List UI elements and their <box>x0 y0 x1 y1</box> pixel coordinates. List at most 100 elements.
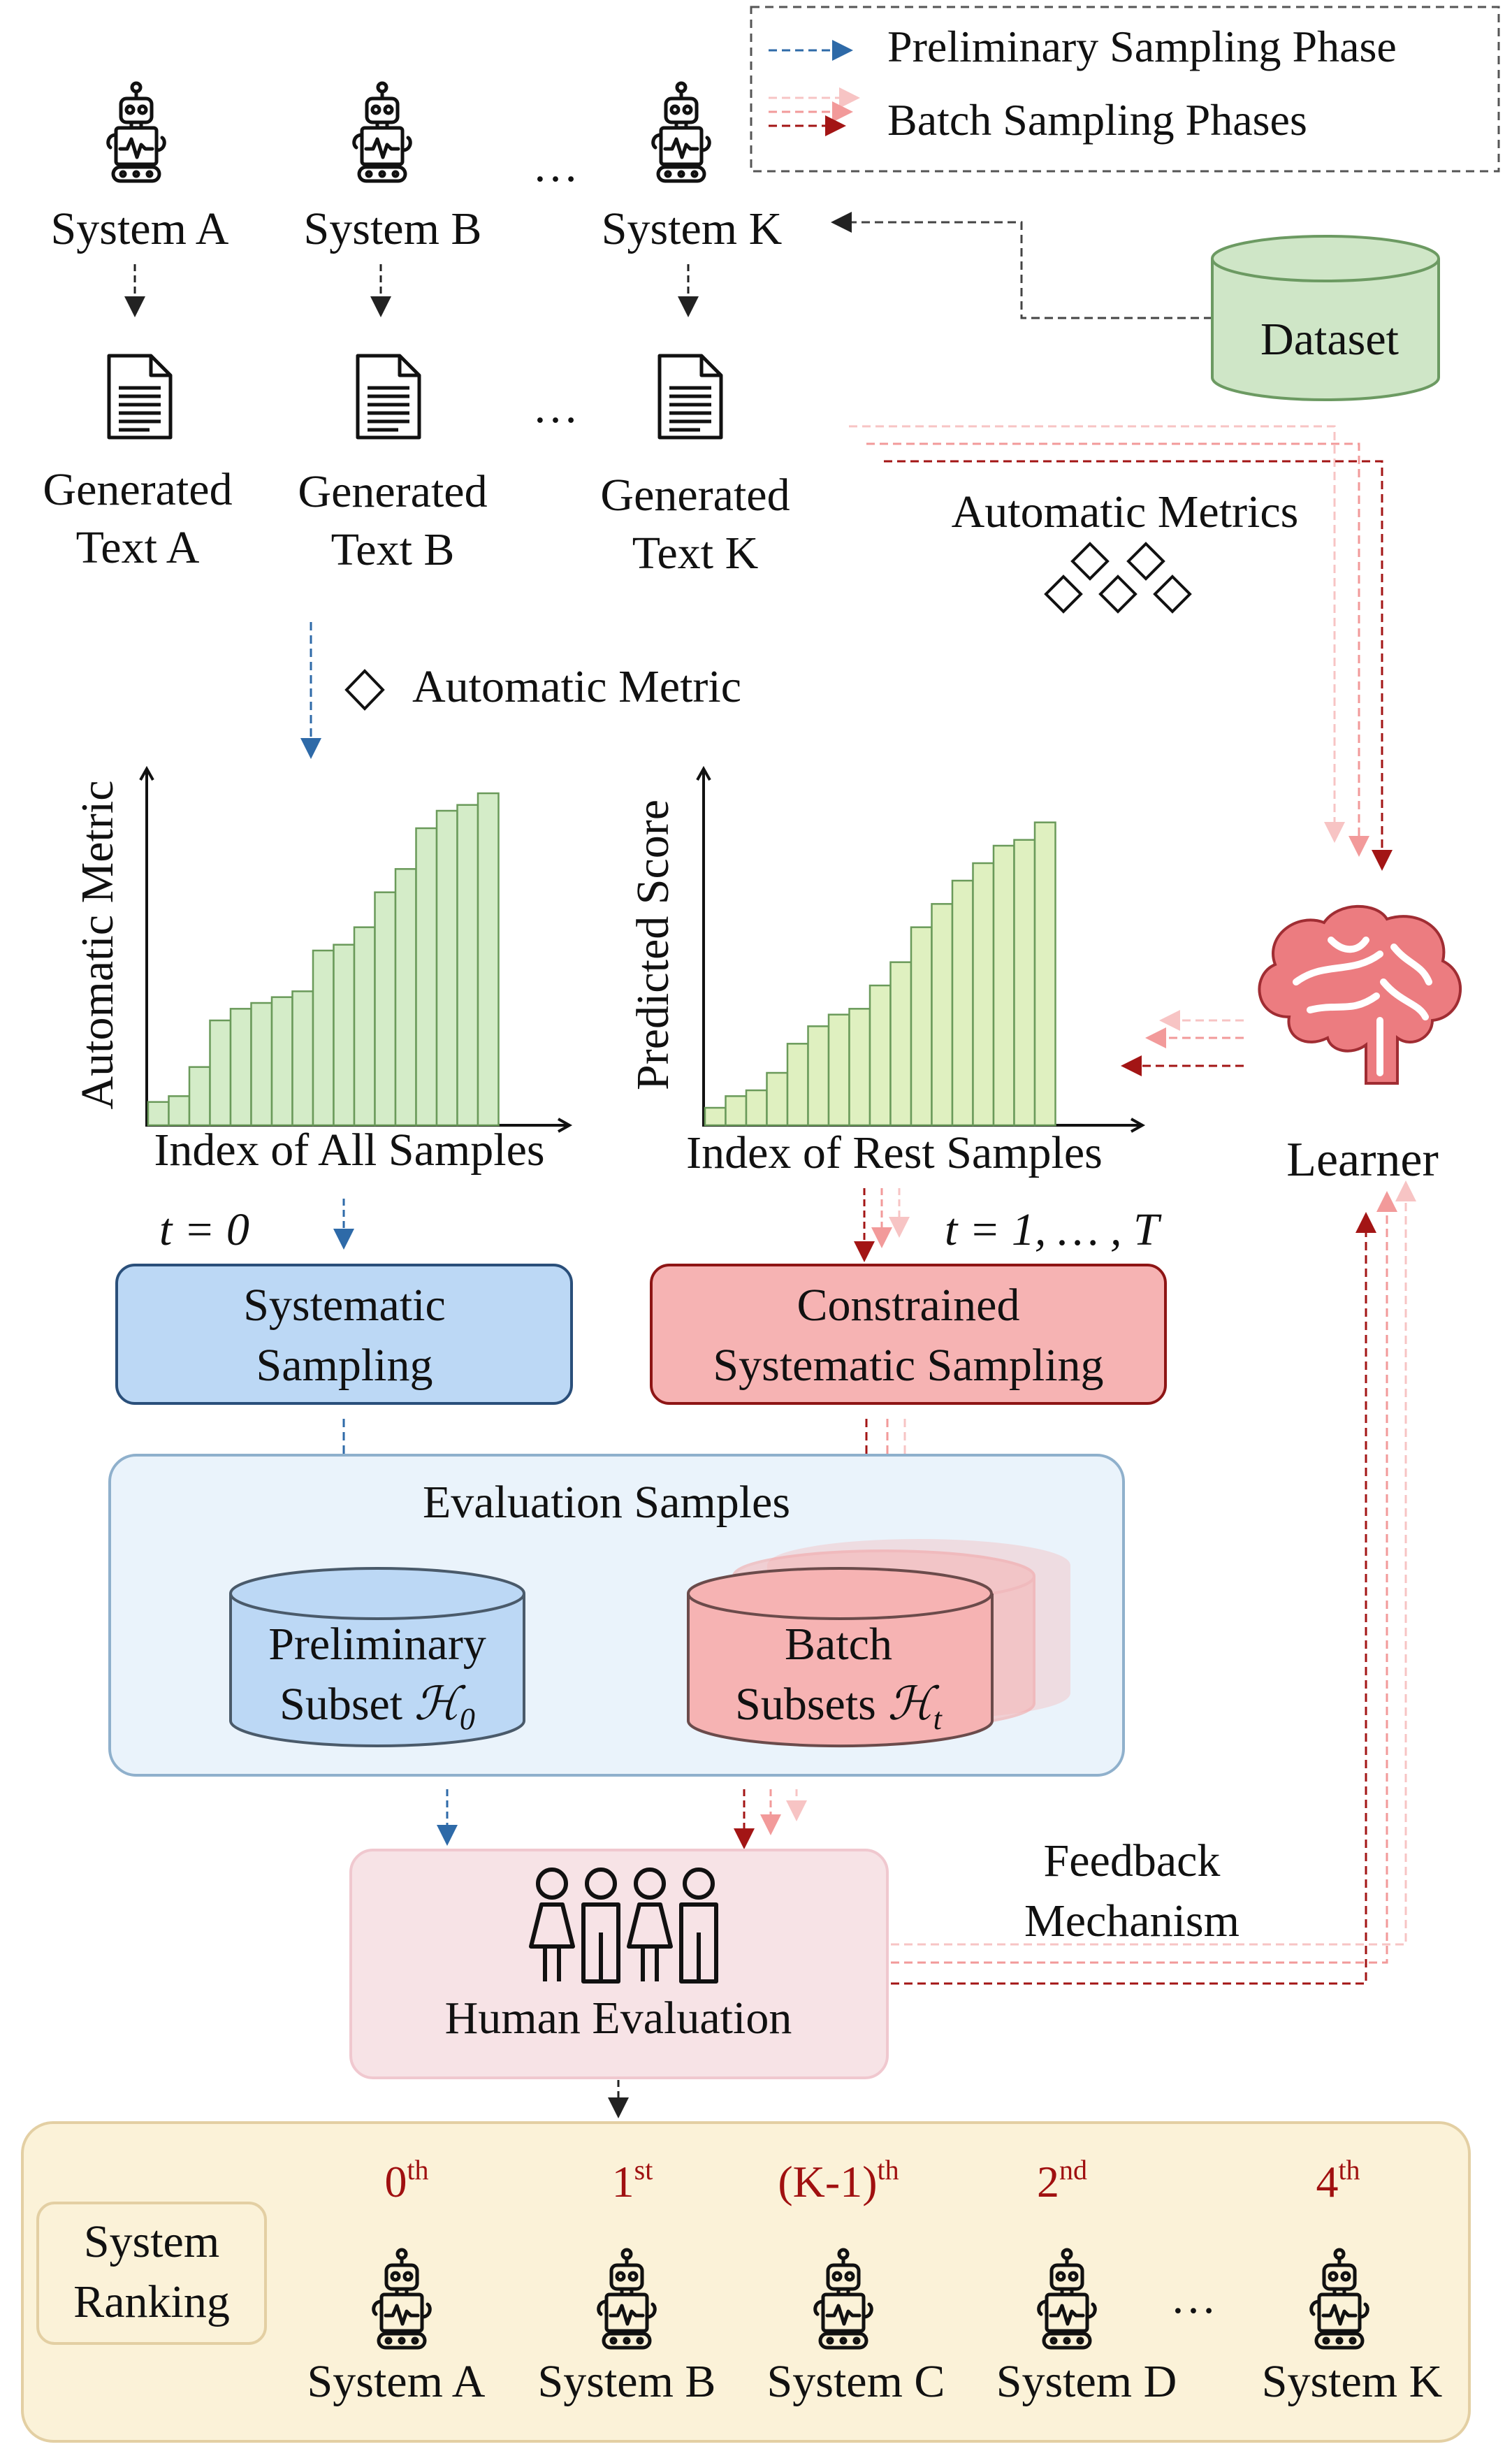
chart-bar <box>456 804 479 1127</box>
ranking-system-b: System B <box>537 2356 716 2407</box>
batch-symbol: ℋ <box>887 1678 933 1730</box>
systematic-sampling-box <box>115 1264 573 1405</box>
generated-text-a: Generated Text A <box>43 461 232 577</box>
rank-a-value: 0 <box>384 2157 407 2206</box>
system-ranking-line1: System <box>83 2216 220 2267</box>
chart-bar <box>910 926 933 1127</box>
feedback-mechanism-label: Feedback Mechanism <box>1024 1831 1240 1951</box>
chart-bar <box>766 1071 789 1127</box>
generated-text-k-line1: Generated <box>600 470 790 521</box>
system-a-label: System A <box>50 203 229 254</box>
chart-bar <box>250 1002 273 1127</box>
chart-bar <box>1013 839 1036 1127</box>
people-group-icon <box>529 1868 718 1984</box>
x-axis-arrowhead <box>558 1118 573 1133</box>
system-ranking-title: System Ranking <box>73 2212 230 2332</box>
constrained-line2: Systematic Sampling <box>713 1339 1104 1391</box>
legend-batch-label: Batch Sampling Phases <box>887 95 1307 145</box>
feedback-line1: Feedback <box>1043 1835 1221 1886</box>
robot-icon <box>648 80 715 189</box>
constrained-sampling-label: Constrained Systematic Sampling <box>713 1276 1103 1396</box>
learner-label: Learner <box>1286 1133 1439 1187</box>
generated-text-k: Generated Text K <box>600 467 790 582</box>
chart-bar <box>168 1095 191 1127</box>
robot-icon <box>103 80 170 189</box>
preliminary-subscript: 0 <box>459 1701 475 1736</box>
rank-a-suffix: th <box>407 2154 429 2186</box>
chart-bar <box>992 844 1015 1127</box>
preliminary-line2: Subset ℋ0 <box>268 1675 486 1736</box>
document-icon <box>655 353 725 444</box>
batch-subsets-label: Batch Subsets ℋt <box>735 1614 942 1736</box>
chart-bar <box>889 961 913 1127</box>
systematic-line1: Systematic <box>243 1280 446 1331</box>
generated-text-b: Generated Text B <box>298 463 487 579</box>
brain-icon <box>1258 904 1462 1085</box>
batch-subsets-cylinder <box>687 1567 994 1748</box>
system-ranking-title-box <box>36 2202 267 2345</box>
arrow-feedback-dred <box>891 1212 1376 1985</box>
rank-label-a: 0th <box>384 2154 429 2208</box>
system-ranking-line2: Ranking <box>73 2276 230 2327</box>
diamond-icon <box>344 669 385 711</box>
chart-bar <box>848 1008 871 1127</box>
chart-bar <box>188 1066 211 1127</box>
arrow-feedback-pink <box>891 1191 1397 1964</box>
chart-bar <box>394 868 417 1127</box>
y-axis-arrowhead <box>139 765 154 781</box>
ranking-system-k: System K <box>1261 2356 1443 2407</box>
generated-text-a-line1: Generated <box>43 464 233 515</box>
chart-bar <box>1033 821 1056 1127</box>
ellipsis: … <box>532 382 579 433</box>
batch-line2: Subsets ℋt <box>735 1675 942 1736</box>
ranking-system-c: System C <box>766 2356 945 2407</box>
chart-bar <box>415 827 438 1127</box>
systematic-line2: Sampling <box>256 1339 433 1391</box>
rank-label-k: 4th <box>1316 2154 1360 2208</box>
y-axis-arrowhead <box>696 765 711 781</box>
ranking-system-a: System A <box>307 2356 486 2407</box>
rank-label-b: 1st <box>611 2154 653 2208</box>
document-icon <box>105 353 175 444</box>
rank-d-suffix: nd <box>1059 2154 1087 2186</box>
chart-bar <box>353 926 376 1127</box>
rank-b-value: 1 <box>611 2157 634 2206</box>
generated-text-b-line1: Generated <box>298 466 488 517</box>
chart-bar <box>229 1008 252 1127</box>
chart1-xlabel: Index of All Samples <box>154 1125 545 1176</box>
chart1-ylabel: Automatic Metric <box>72 780 124 1110</box>
chart-automatic-metric <box>139 765 573 1133</box>
chart-bar <box>333 944 356 1127</box>
robot-icon <box>1034 2247 1100 2355</box>
preliminary-subset-cylinder <box>229 1567 525 1747</box>
chart-bar <box>209 1019 232 1127</box>
chart2-xlabel: Index of Rest Samples <box>686 1127 1103 1178</box>
document-icon <box>354 353 423 444</box>
rank-c-value: (K-1) <box>778 2157 878 2206</box>
automatic-metrics-label: Automatic Metrics <box>951 486 1299 537</box>
robot-icon <box>1307 2247 1373 2355</box>
rank-b-suffix: st <box>634 2154 653 2186</box>
rank-label-c: (K-1)th <box>778 2154 899 2208</box>
dataset-cylinder <box>1211 235 1440 401</box>
ellipsis: … <box>532 140 579 192</box>
system-k-label: System K <box>601 203 783 254</box>
x-axis-arrowhead <box>1131 1118 1146 1133</box>
chart-bar <box>147 1101 170 1127</box>
robot-icon <box>369 2247 435 2355</box>
dataset-label: Dataset <box>1260 314 1399 365</box>
chart-bar <box>827 1013 850 1127</box>
ranking-system-d: System D <box>996 2356 1177 2407</box>
constrained-sampling-box <box>650 1264 1167 1405</box>
chart-bar <box>931 903 954 1127</box>
automatic-metric-label: Automatic Metric <box>412 661 742 712</box>
human-evaluation-label: Human Evaluation <box>444 1993 792 2044</box>
systematic-sampling-label: Systematic Sampling <box>243 1276 446 1396</box>
system-b-label: System B <box>303 203 482 254</box>
batch-line1: Batch <box>785 1619 892 1670</box>
preliminary-symbol: ℋ <box>414 1678 460 1730</box>
arrow-texts-learner-lpink <box>849 425 1345 843</box>
preliminary-line1: Preliminary <box>268 1619 486 1670</box>
chart-bar <box>291 990 314 1127</box>
